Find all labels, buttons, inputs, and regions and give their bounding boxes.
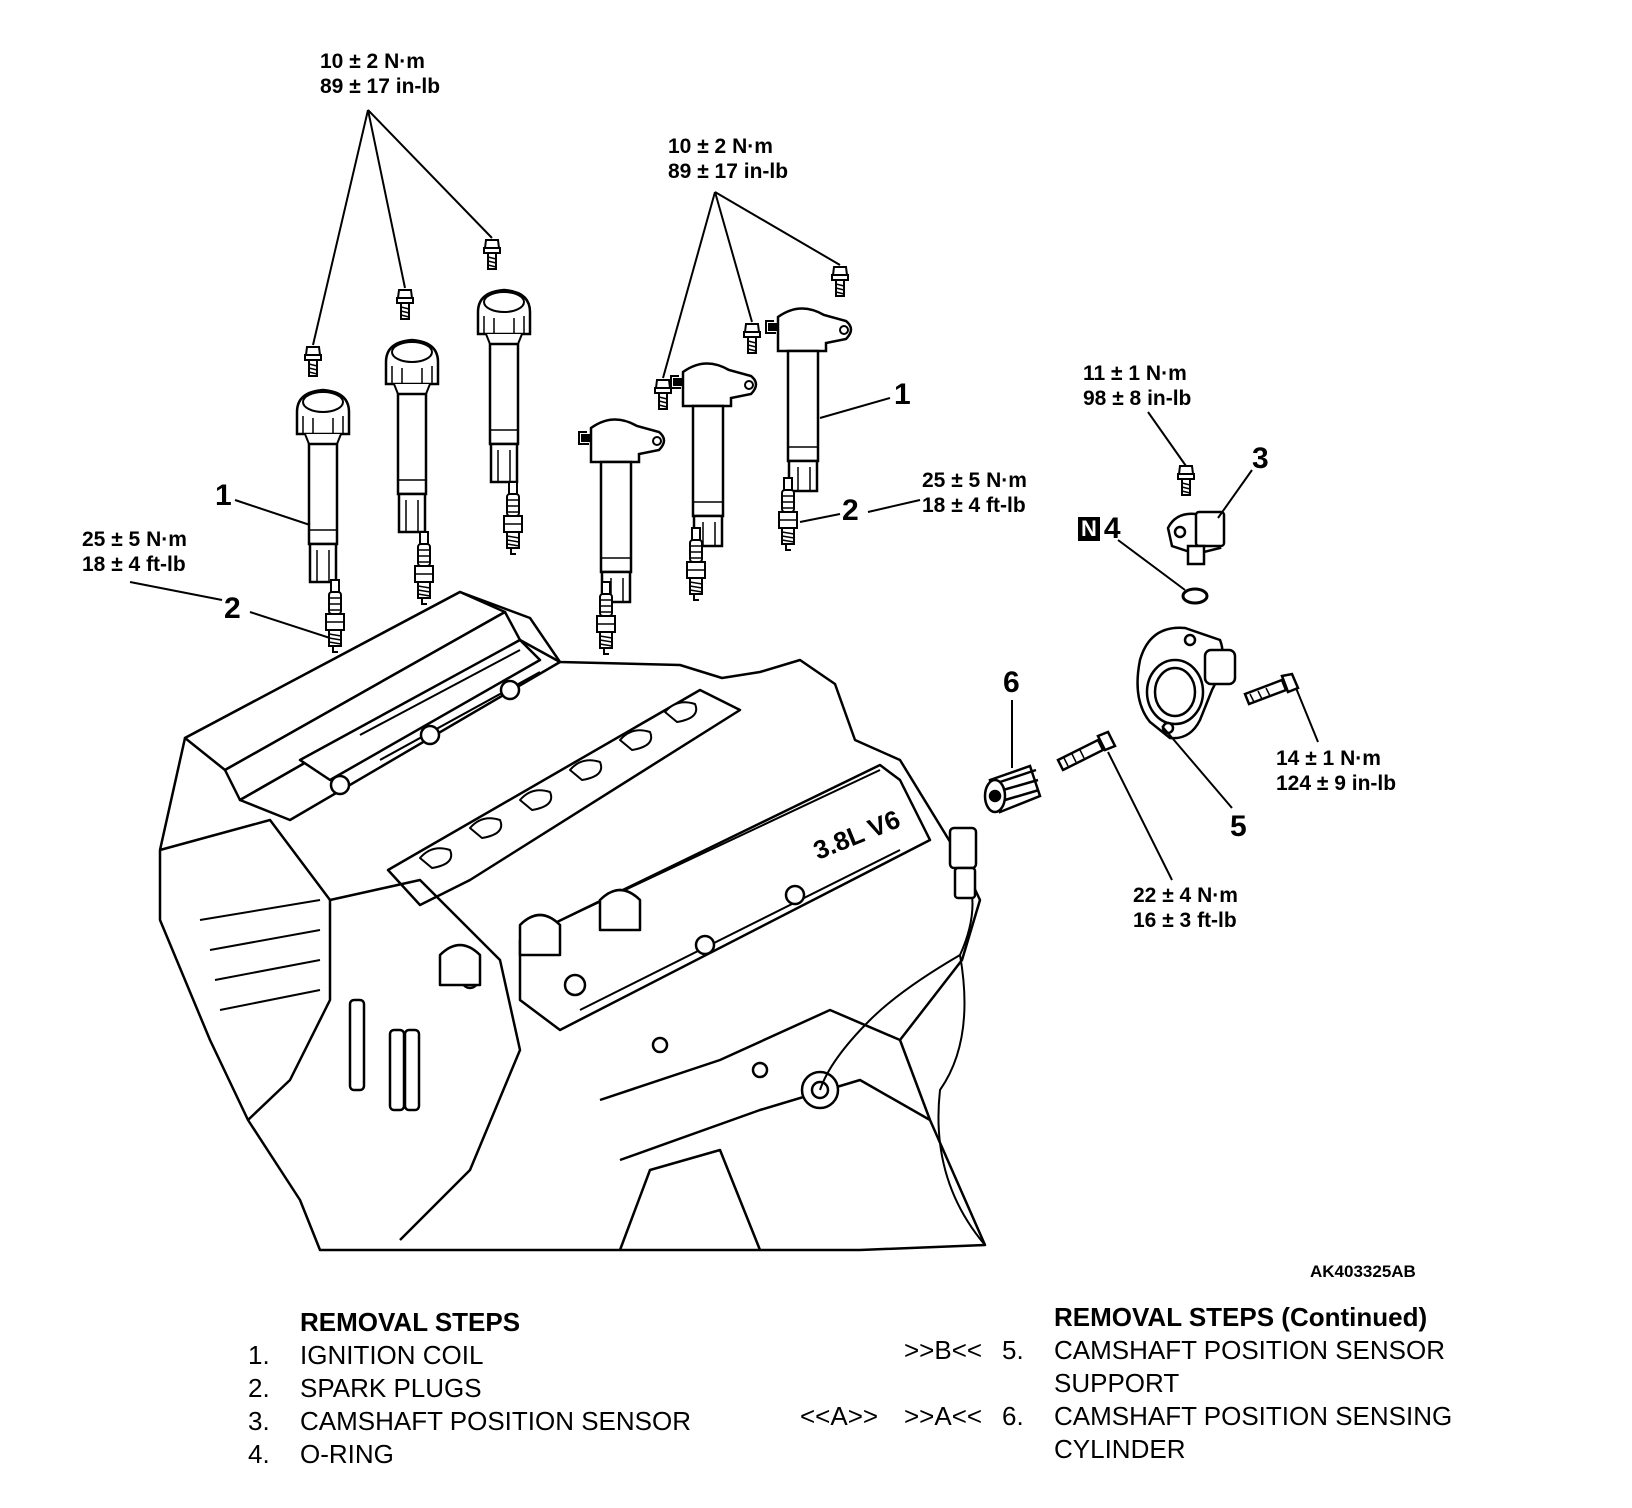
camshaft-position-sensor-icon — [1166, 464, 1226, 566]
step-removal-note: >>A<< — [904, 1401, 983, 1431]
step-text: CAMSHAFT POSITION SENSING — [1054, 1401, 1453, 1431]
torque-label-coil-bolts-left: 10 ± 2 N·m 89 ± 17 in-lb — [320, 50, 441, 98]
callout-2-right: 2 — [842, 494, 859, 527]
camshaft-sensor-support-icon — [1136, 626, 1237, 740]
removal-steps-title-text: REMOVAL STEPS — [300, 1307, 521, 1337]
list-item-continuation: SUPPORT — [800, 1367, 1500, 1400]
coil-bolt-icon — [831, 266, 849, 297]
leader-lines — [129, 109, 1319, 881]
coil-bolt-icon — [654, 379, 672, 410]
list-item: 1. IGNITION COIL — [248, 1339, 768, 1372]
ignition-coil-icon — [577, 418, 666, 604]
camshaft-sensing-cylinder-icon — [983, 764, 1042, 814]
coil-bolt-icon — [304, 346, 322, 377]
torque-label-spark-plug-left: 25 ± 5 N·m 18 ± 4 ft-lb — [82, 528, 187, 576]
cylinder-bolt-icon — [1056, 730, 1117, 772]
o-ring-icon — [1181, 587, 1209, 605]
ignition-coil-icon — [764, 307, 853, 493]
step-text-continued: CYLINDER — [1054, 1434, 1186, 1464]
removal-steps-continued-list: REMOVAL STEPS (Continued) >>B<< 5. CAMSH… — [800, 1301, 1500, 1466]
removal-steps-continued-title-text: REMOVAL STEPS (Continued) — [1054, 1302, 1428, 1332]
callout-2-left: 2 — [224, 592, 241, 625]
callout-5: 5 — [1230, 810, 1247, 843]
torque-label-sensor-bolt: 11 ± 1 N·m 98 ± 8 in-lb — [1083, 362, 1192, 410]
step-number: 6. — [1002, 1401, 1024, 1431]
list-item-continuation: CYLINDER — [800, 1433, 1500, 1466]
step-text: CAMSHAFT POSITION SENSOR — [300, 1406, 692, 1436]
torque-label-cylinder-bolt: 22 ± 4 N·m 16 ± 3 ft-lb — [1133, 884, 1238, 932]
coil-bolt-icon — [396, 289, 414, 320]
step-text: SPARK PLUGS — [300, 1373, 482, 1403]
step-text: O-RING — [300, 1439, 394, 1469]
callout-1-right: 1 — [894, 378, 911, 411]
list-item: 4. O-RING — [248, 1438, 768, 1471]
torque-label-spark-plug-right: 25 ± 5 N·m 18 ± 4 ft-lb — [922, 469, 1027, 517]
list-item: 2. SPARK PLUGS — [248, 1372, 768, 1405]
list-item: <<A>> >>A<< 6. CAMSHAFT POSITION SENSING — [800, 1400, 1500, 1433]
callout-4-number: 4 — [1103, 512, 1121, 545]
engine-block — [158, 590, 987, 1252]
step-number: 5. — [1002, 1335, 1024, 1365]
step-number: 4. — [248, 1439, 270, 1469]
ignition-coil-icon — [295, 388, 351, 584]
figure-id: AK403325AB — [1310, 1262, 1416, 1281]
list-item: >>B<< 5. CAMSHAFT POSITION SENSOR — [800, 1334, 1500, 1367]
callout-1-left: 1 — [215, 479, 232, 512]
step-removal-note: >>B<< — [904, 1335, 983, 1365]
spark-plug-icon — [414, 531, 434, 605]
step-text: CAMSHAFT POSITION SENSOR — [1054, 1335, 1446, 1365]
spark-plug-icon — [503, 481, 523, 555]
step-number: 1. — [248, 1340, 270, 1370]
torque-label-support-bolt: 14 ± 1 N·m 124 ± 9 in-lb — [1276, 747, 1397, 795]
step-number: 3. — [248, 1406, 270, 1436]
spark-plug-icon — [325, 579, 345, 653]
step-number: 2. — [248, 1373, 270, 1403]
removal-steps-continued-title: REMOVAL STEPS (Continued) — [800, 1301, 1500, 1334]
coil-bolt-icon — [743, 323, 761, 354]
callout-3: 3 — [1252, 442, 1269, 475]
step-install-note: <<A>> — [800, 1401, 879, 1431]
removal-steps-list: REMOVAL STEPS 1. IGNITION COIL 2. SPARK … — [248, 1306, 768, 1471]
ignition-coil-icon — [384, 338, 440, 534]
ignition-coil-icon — [476, 288, 532, 484]
step-text: IGNITION COIL — [300, 1340, 484, 1370]
removal-steps-title: REMOVAL STEPS — [248, 1306, 768, 1339]
support-bolt-icon — [1243, 672, 1300, 706]
coil-bolt-icon — [483, 239, 501, 270]
callout-6: 6 — [1003, 666, 1020, 699]
ignition-coil-icon — [669, 362, 758, 548]
list-item: 3. CAMSHAFT POSITION SENSOR — [248, 1405, 768, 1438]
non-reusable-marker: N — [1078, 517, 1100, 541]
step-text-continued: SUPPORT — [1054, 1368, 1180, 1398]
torque-label-coil-bolts-right: 10 ± 2 N·m 89 ± 17 in-lb — [668, 135, 789, 183]
